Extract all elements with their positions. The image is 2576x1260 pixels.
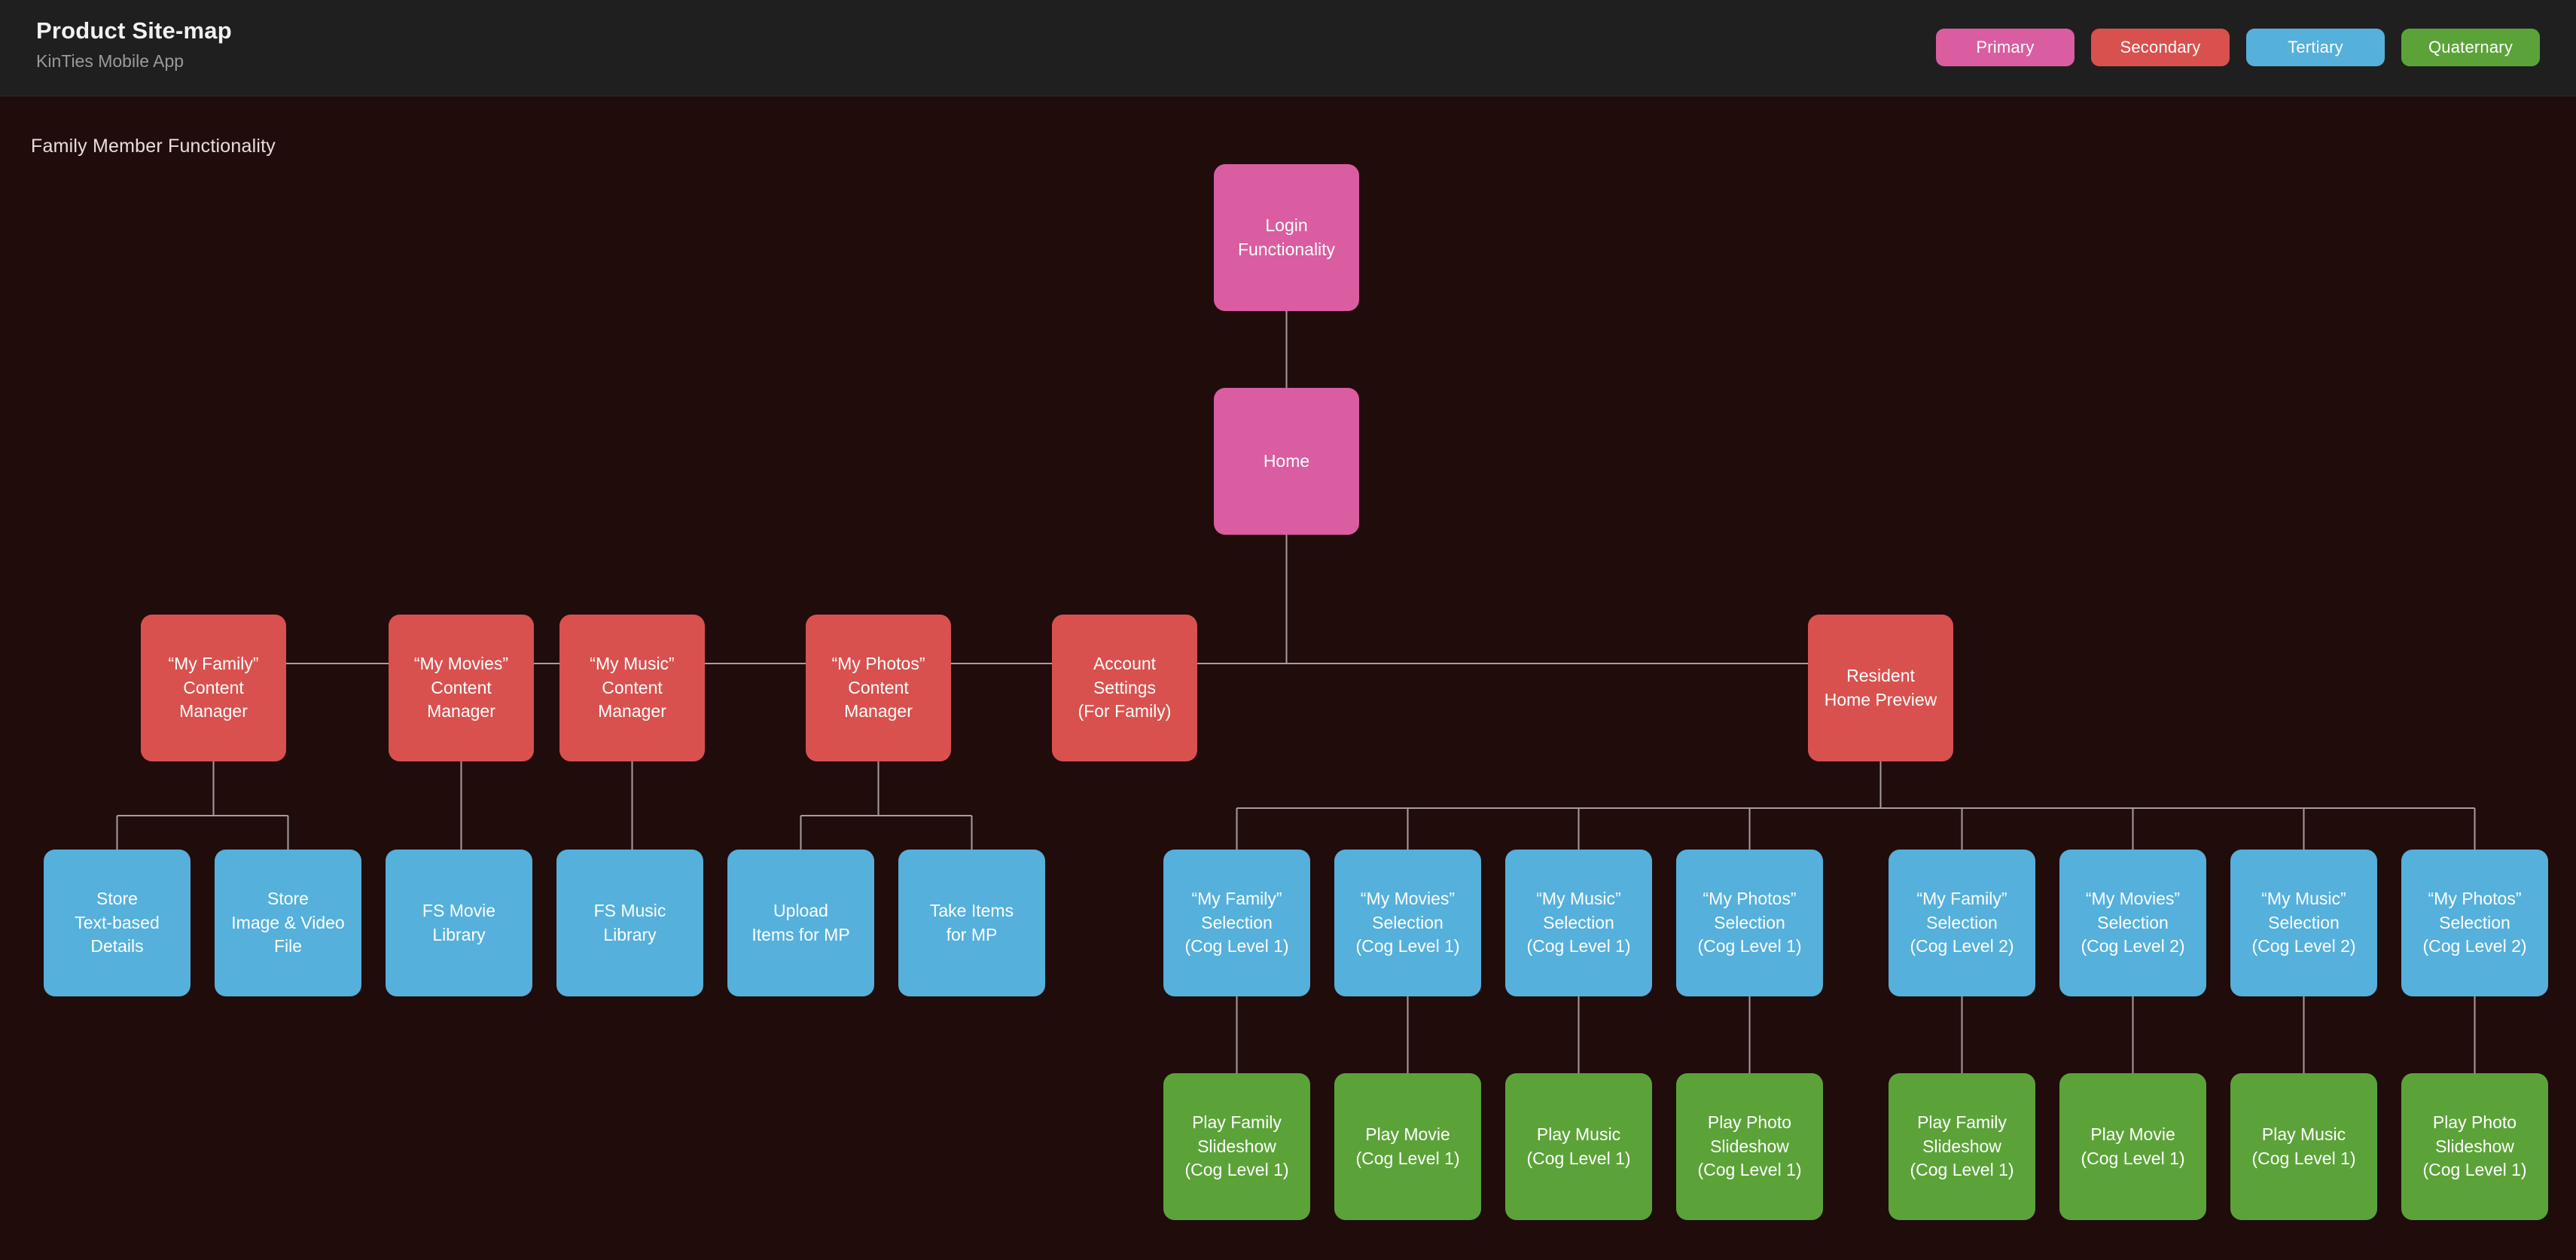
node-sel-photos-1[interactable]: “My Photos” Selection (Cog Level 1): [1676, 850, 1823, 996]
app-header: Product Site-map KinTies Mobile App Prim…: [0, 0, 2576, 96]
node-play-movie-1[interactable]: Play Movie (Cog Level 1): [1334, 1073, 1481, 1220]
node-sel-family-2[interactable]: “My Family” Selection (Cog Level 2): [1889, 850, 2035, 996]
node-cm-family[interactable]: “My Family” Content Manager: [141, 615, 286, 761]
node-store-text[interactable]: Store Text-based Details: [44, 850, 191, 996]
node-acct[interactable]: Account Settings (For Family): [1052, 615, 1197, 761]
node-fs-music[interactable]: FS Music Library: [556, 850, 703, 996]
node-cm-music[interactable]: “My Music” Content Manager: [559, 615, 705, 761]
legend-pill-quaternary[interactable]: Quaternary: [2401, 29, 2540, 66]
legend-pill-primary[interactable]: Primary: [1936, 29, 2075, 66]
node-upload-mp[interactable]: Upload Items for MP: [727, 850, 874, 996]
node-cm-movies[interactable]: “My Movies” Content Manager: [389, 615, 534, 761]
node-sel-family-1[interactable]: “My Family” Selection (Cog Level 1): [1163, 850, 1310, 996]
node-play-movie-2[interactable]: Play Movie (Cog Level 1): [2059, 1073, 2206, 1220]
page-subtitle: KinTies Mobile App: [36, 50, 184, 71]
node-sel-photos-2[interactable]: “My Photos” Selection (Cog Level 2): [2401, 850, 2548, 996]
node-store-media[interactable]: Store Image & Video File: [215, 850, 361, 996]
node-fs-movie[interactable]: FS Movie Library: [386, 850, 532, 996]
node-sel-music-2[interactable]: “My Music” Selection (Cog Level 2): [2230, 850, 2377, 996]
node-cm-photos[interactable]: “My Photos” Content Manager: [806, 615, 951, 761]
node-take-mp[interactable]: Take Items for MP: [898, 850, 1045, 996]
node-play-photo-2[interactable]: Play Photo Slideshow (Cog Level 1): [2401, 1073, 2548, 1220]
node-login[interactable]: Login Functionality: [1214, 164, 1359, 311]
node-play-music-1[interactable]: Play Music (Cog Level 1): [1505, 1073, 1652, 1220]
legend: Primary Secondary Tertiary Quaternary: [1936, 29, 2540, 66]
node-play-music-2[interactable]: Play Music (Cog Level 1): [2230, 1073, 2377, 1220]
node-sel-music-1[interactable]: “My Music” Selection (Cog Level 1): [1505, 850, 1652, 996]
diagram-canvas: Family Member Functionality Login Functi…: [0, 96, 2576, 1260]
header-titles: Product Site-map KinTies Mobile App: [36, 17, 232, 72]
legend-pill-tertiary[interactable]: Tertiary: [2246, 29, 2385, 66]
section-label: Family Member Functionality: [31, 136, 276, 157]
node-play-family-1[interactable]: Play Family Slideshow (Cog Level 1): [1163, 1073, 1310, 1220]
legend-pill-secondary[interactable]: Secondary: [2091, 29, 2230, 66]
page-title: Product Site-map: [36, 17, 232, 44]
node-play-family-2[interactable]: Play Family Slideshow (Cog Level 1): [1889, 1073, 2035, 1220]
node-play-photo-1[interactable]: Play Photo Slideshow (Cog Level 1): [1676, 1073, 1823, 1220]
node-home[interactable]: Home: [1214, 388, 1359, 535]
node-sel-movies-2[interactable]: “My Movies” Selection (Cog Level 2): [2059, 850, 2206, 996]
node-resident[interactable]: Resident Home Preview: [1808, 615, 1953, 761]
node-sel-movies-1[interactable]: “My Movies” Selection (Cog Level 1): [1334, 850, 1481, 996]
